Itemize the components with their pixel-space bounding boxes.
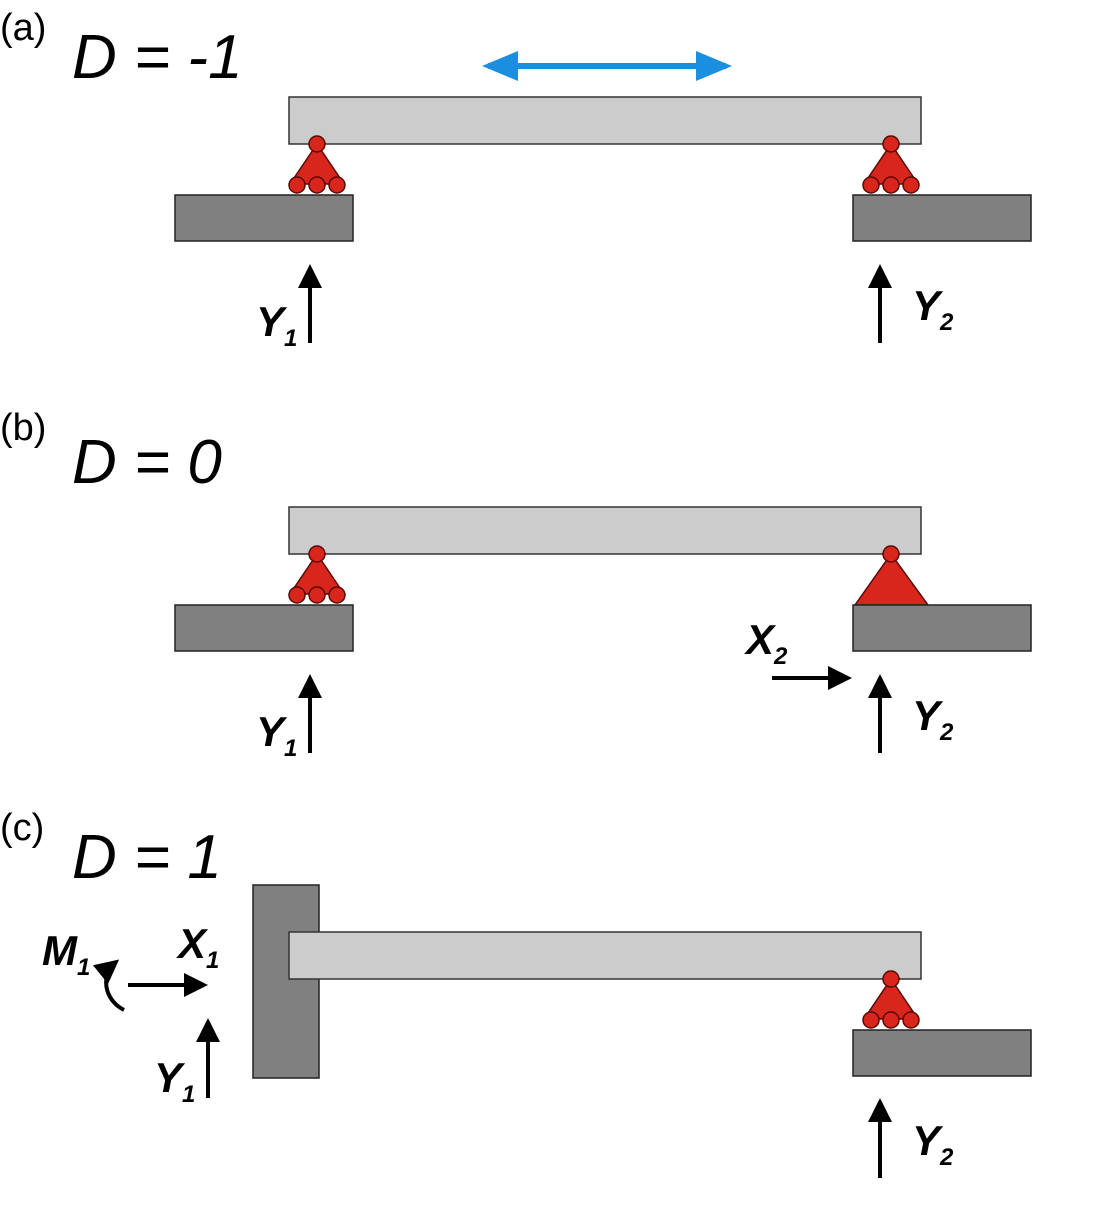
force-label-y1: Y1 xyxy=(256,298,297,352)
equation: D = -1 xyxy=(72,23,243,92)
force-label-y2: Y2 xyxy=(912,692,954,746)
panel-tag: (a) xyxy=(0,7,46,49)
panel-b: (b) D = 0 Y1 X2 Y2 xyxy=(0,407,1032,762)
panel-c: (c) D = 1 M1 X1 Y1 Y2 xyxy=(0,807,1032,1178)
beam xyxy=(288,96,922,145)
equation: D = 1 xyxy=(72,823,222,892)
ground-left xyxy=(174,604,354,652)
panel-tag: (c) xyxy=(0,807,44,849)
roller-support-right xyxy=(862,970,920,1029)
roller-support-left xyxy=(288,135,346,194)
panel-a: (a) D = -1 Y1 Y2 xyxy=(0,7,1032,352)
force-label-x2: X2 xyxy=(744,616,788,670)
equation: D = 0 xyxy=(72,428,222,497)
pin-support-right xyxy=(853,545,930,606)
ground-left xyxy=(174,194,354,242)
force-label-x1: X1 xyxy=(176,920,219,974)
roller-support-left xyxy=(288,545,346,604)
moment-arrow-m1-icon xyxy=(92,959,126,1012)
ground-right xyxy=(852,604,1032,652)
force-label-y2: Y2 xyxy=(912,1117,954,1171)
force-label-m1: M1 xyxy=(42,927,90,981)
fixed-wall xyxy=(252,884,320,1079)
panel-tag: (b) xyxy=(0,407,46,449)
beam xyxy=(288,931,922,980)
roller-support-right xyxy=(862,135,920,194)
force-label-y1: Y1 xyxy=(256,708,297,762)
force-label-y1: Y1 xyxy=(154,1054,195,1108)
ground-right xyxy=(852,1029,1032,1077)
beam xyxy=(288,506,922,555)
force-label-y2: Y2 xyxy=(912,282,954,336)
ground-right xyxy=(852,194,1032,242)
